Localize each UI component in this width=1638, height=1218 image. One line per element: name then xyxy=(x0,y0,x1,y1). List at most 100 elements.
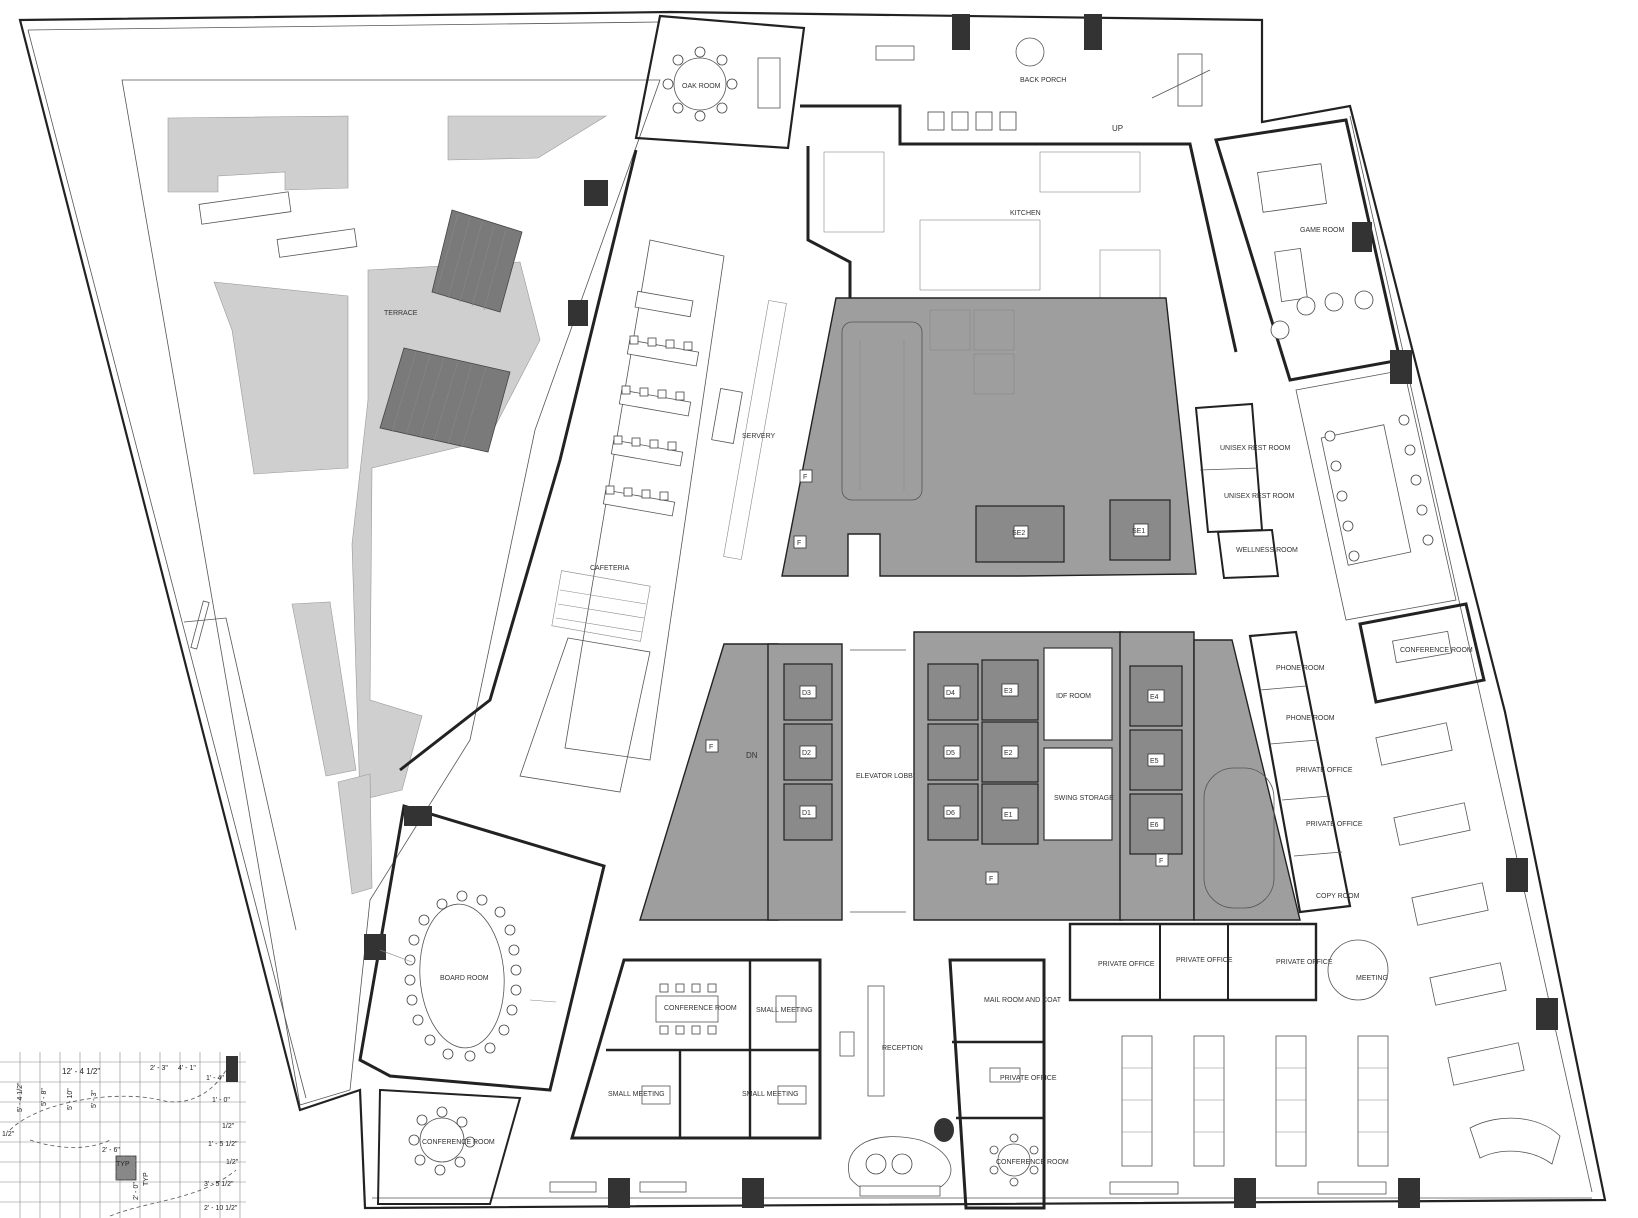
cafeteria-chairs xyxy=(605,335,693,501)
dimension-text: 1' - 5 1/2" xyxy=(208,1141,238,1148)
servery: SERVERY xyxy=(711,300,787,560)
restrooms: UNISEX REST ROOM UNISEX REST ROOM WELLNE… xyxy=(1194,402,1298,580)
east-mid-core: E4 E5 E6 F xyxy=(1119,631,1301,921)
board-room-label: BOARD ROOM xyxy=(440,975,489,982)
north-core: SE2 SE1 F F xyxy=(781,297,1197,577)
east-open-office: CONFERENCE ROOM xyxy=(1295,350,1558,1030)
elevator-label-se1: SE1 xyxy=(1132,528,1145,535)
oak-room: OAK ROOM xyxy=(634,14,806,150)
terrace: TERRACE xyxy=(121,79,661,1106)
core-tag-f: F xyxy=(709,744,713,751)
elevator-label-se2: SE2 xyxy=(1012,530,1025,537)
elevator-d5 xyxy=(927,723,979,781)
east-support: PHONE ROOM PHONE ROOM PRIVATE OFFICE PRI… xyxy=(1248,630,1363,914)
column xyxy=(742,1178,764,1208)
board-room-chairs xyxy=(404,890,522,1062)
conf-sw-chairs xyxy=(408,1106,476,1176)
south-meeting-block: CONFERENCE ROOM SMALL MEETING SMALL MEET… xyxy=(569,958,822,1140)
column xyxy=(1352,222,1372,252)
unisex-restroom-2-label: UNISEX REST ROOM xyxy=(1224,493,1294,500)
dimension-text: 1/2" xyxy=(222,1123,235,1130)
dimension-text: 1' - 0" xyxy=(212,1097,230,1104)
typ-hatch-tile xyxy=(115,1155,137,1181)
elevator-label-e5: E5 xyxy=(1150,758,1159,765)
conf-south-chairs xyxy=(659,983,717,1035)
cafeteria-tables xyxy=(602,290,700,517)
copy-room-label: COPY ROOM xyxy=(1316,893,1360,900)
dimension-detail: 12' - 4 1/2" 2' - 3" 4' - 1" 5' - 4 1/2"… xyxy=(0,1048,250,1218)
conference-room-sw: CONFERENCE ROOM xyxy=(376,1088,522,1205)
dimension-text: TYP xyxy=(116,1161,130,1168)
unisex-restroom-1-label: UNISEX REST ROOM xyxy=(1220,445,1290,452)
phone-room-2-label: PHONE ROOM xyxy=(1286,715,1335,722)
dimension-text: 5' - 4 1/2" xyxy=(17,1082,24,1112)
column xyxy=(608,1178,630,1208)
elevator-label-d6: D6 xyxy=(946,810,955,817)
north-stair xyxy=(841,321,923,501)
elevator-label-d1: D1 xyxy=(802,810,811,817)
dimension-text: 2' - 10 1/2" xyxy=(204,1205,238,1212)
building-shell xyxy=(18,10,1607,1210)
elevator-bank-e: D4 D5 D6 E3 E2 E1 IDF ROOM SWING STORAGE… xyxy=(913,631,1123,921)
small-meeting-1-label: SMALL MEETING xyxy=(756,1007,813,1014)
elevator-lobby-label: ELEVATOR LOBBY xyxy=(856,773,918,780)
bleacher-seating xyxy=(551,570,651,642)
up-label: UP xyxy=(1112,124,1123,133)
detail-grid xyxy=(0,1052,246,1218)
core-tag-f: F xyxy=(797,540,801,547)
dimension-text: 5' - 8" xyxy=(41,1088,48,1106)
dimension-text: 4' - 1" xyxy=(178,1065,196,1072)
column xyxy=(1234,1178,1256,1208)
small-meeting-3-label: SMALL MEETING xyxy=(742,1091,799,1098)
elevator-lobby: ELEVATOR LOBBY xyxy=(850,649,918,913)
dimension-text: 12' - 4 1/2" xyxy=(62,1067,100,1076)
back-porch: BACK PORCH UP xyxy=(875,14,1211,133)
louver-2 xyxy=(379,347,511,453)
elevator-label-e2: E2 xyxy=(1004,750,1013,757)
column xyxy=(404,806,432,826)
east-benching xyxy=(1375,722,1561,1165)
oak-room-label: OAK ROOM xyxy=(682,83,721,90)
dimension-text: 1' - 4" xyxy=(206,1075,224,1082)
dimension-text: TYP xyxy=(143,1172,150,1186)
dimension-labels: 12' - 4 1/2" 2' - 3" 4' - 1" 5' - 4 1/2"… xyxy=(2,1065,239,1212)
column xyxy=(1506,858,1528,892)
dimension-text: 5' - 3" xyxy=(91,1090,98,1108)
private-office-s2-label: PRIVATE OFFICE xyxy=(1176,957,1233,964)
porch-chairs xyxy=(927,111,1017,131)
oak-room-chairs xyxy=(662,46,738,122)
elevator-e1 xyxy=(981,783,1039,845)
elevator-label-d3: D3 xyxy=(802,690,811,697)
core-tag-f: F xyxy=(989,876,993,883)
back-porch-label: BACK PORCH xyxy=(1020,77,1066,84)
dimension-text: 1/2" xyxy=(2,1131,15,1138)
elevator-label-e6: E6 xyxy=(1150,822,1159,829)
cafeteria-zone: CAFETERIA xyxy=(399,149,725,793)
private-office-sw-label: PRIVATE OFFICE xyxy=(1000,1075,1057,1082)
elevator-label-d2: D2 xyxy=(802,750,811,757)
column xyxy=(952,14,970,50)
dimension-text: 2' - 0" xyxy=(133,1182,140,1200)
elevator-label-e4: E4 xyxy=(1150,694,1159,701)
elevator-label-e1: E1 xyxy=(1004,812,1013,819)
terrace-label: TERRACE xyxy=(384,310,418,317)
louver-1 xyxy=(431,209,523,313)
reception: RECEPTION xyxy=(839,985,954,1197)
conference-room-east-label: CONFERENCE ROOM xyxy=(1400,647,1473,654)
column xyxy=(1536,998,1558,1030)
phone-room-1-label: PHONE ROOM xyxy=(1276,665,1325,672)
elevator-label-e3: E3 xyxy=(1004,688,1013,695)
column xyxy=(1390,350,1412,384)
workstation-chairs xyxy=(1324,414,1434,562)
conference-room-mail-label: CONFERENCE ROOM xyxy=(996,1159,1069,1166)
core-tag-f: F xyxy=(1159,858,1163,865)
dimension-text: 2' - 6" xyxy=(102,1147,120,1154)
elevator-label-d5: D5 xyxy=(946,750,955,757)
elevator-label-d4: D4 xyxy=(946,690,955,697)
south-private-offices: PRIVATE OFFICE PRIVATE OFFICE PRIVATE OF… xyxy=(1068,922,1389,1002)
mail-room-label: MAIL ROOM AND COAT xyxy=(984,997,1062,1004)
cafeteria-label: CAFETERIA xyxy=(590,565,630,572)
dimension-text: 1/2" xyxy=(226,1159,239,1166)
kitchen-label: KITCHEN xyxy=(1010,210,1041,217)
